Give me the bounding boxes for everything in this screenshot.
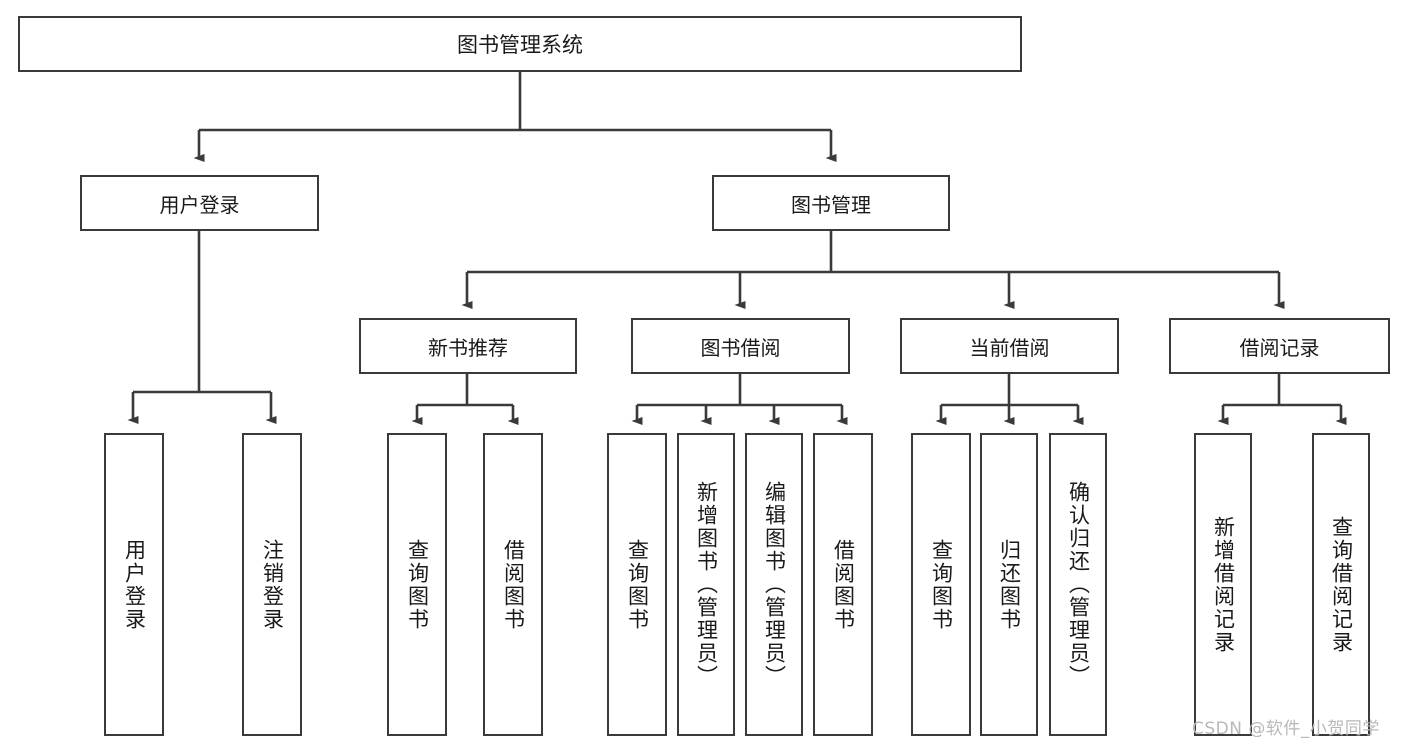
node-leaf-query-book-3[interactable]: 查询图书 (911, 433, 971, 736)
node-book-borrow[interactable]: 图书借阅 (631, 318, 850, 374)
node-leaf-borrow-book-2[interactable]: 借阅图书 (813, 433, 873, 736)
node-leaf-add-record[interactable]: 新增借阅记录 (1194, 433, 1252, 736)
node-book-manage-label: 图书管理 (791, 192, 871, 217)
node-leaf-query-book-3-label: 查询图书 (929, 538, 954, 631)
node-leaf-edit-book-label: 编辑图书（管理员） (762, 481, 787, 688)
node-leaf-query-book-2-label: 查询图书 (625, 538, 650, 631)
node-leaf-logout-label: 注销登录 (260, 538, 285, 631)
node-leaf-query-book-2[interactable]: 查询图书 (607, 433, 667, 736)
node-book-manage[interactable]: 图书管理 (712, 175, 950, 231)
node-leaf-user-login-label: 用户登录 (122, 538, 147, 631)
node-leaf-user-login[interactable]: 用户登录 (104, 433, 164, 736)
node-book-borrow-label: 图书借阅 (700, 335, 781, 360)
node-root[interactable]: 图书管理系统 (18, 16, 1022, 72)
node-new-book-rec[interactable]: 新书推荐 (359, 318, 577, 374)
node-leaf-return-book-label: 归还图书 (997, 538, 1022, 631)
node-current-borrow-label: 当前借阅 (969, 335, 1050, 360)
node-leaf-return-book[interactable]: 归还图书 (980, 433, 1038, 736)
node-leaf-borrow-book-1-label: 借阅图书 (501, 538, 526, 631)
node-current-borrow[interactable]: 当前借阅 (900, 318, 1119, 374)
node-leaf-edit-book[interactable]: 编辑图书（管理员） (745, 433, 803, 736)
node-new-book-rec-label: 新书推荐 (428, 335, 508, 360)
node-leaf-query-book-1-label: 查询图书 (405, 538, 430, 631)
node-leaf-confirm-return[interactable]: 确认归还（管理员） (1049, 433, 1107, 736)
node-borrow-record-label: 借阅记录 (1239, 335, 1320, 360)
node-leaf-add-record-label: 新增借阅记录 (1211, 515, 1236, 654)
node-leaf-add-book[interactable]: 新增图书（管理员） (677, 433, 735, 736)
node-leaf-borrow-book-1[interactable]: 借阅图书 (483, 433, 543, 736)
node-root-label: 图书管理系统 (457, 33, 583, 57)
node-leaf-add-book-label: 新增图书（管理员） (694, 481, 719, 688)
node-leaf-query-book-1[interactable]: 查询图书 (387, 433, 447, 736)
node-leaf-logout[interactable]: 注销登录 (242, 433, 302, 736)
node-user-login[interactable]: 用户登录 (80, 175, 319, 231)
csdn-watermark: CSDN @软件_小贺同学 (1192, 719, 1380, 739)
node-user-login-label: 用户登录 (159, 192, 240, 217)
node-borrow-record[interactable]: 借阅记录 (1169, 318, 1390, 374)
node-leaf-query-record[interactable]: 查询借阅记录 (1312, 433, 1370, 736)
node-leaf-query-record-label: 查询借阅记录 (1329, 515, 1354, 654)
node-leaf-borrow-book-2-label: 借阅图书 (831, 538, 856, 631)
node-leaf-confirm-return-label: 确认归还（管理员） (1066, 481, 1091, 688)
